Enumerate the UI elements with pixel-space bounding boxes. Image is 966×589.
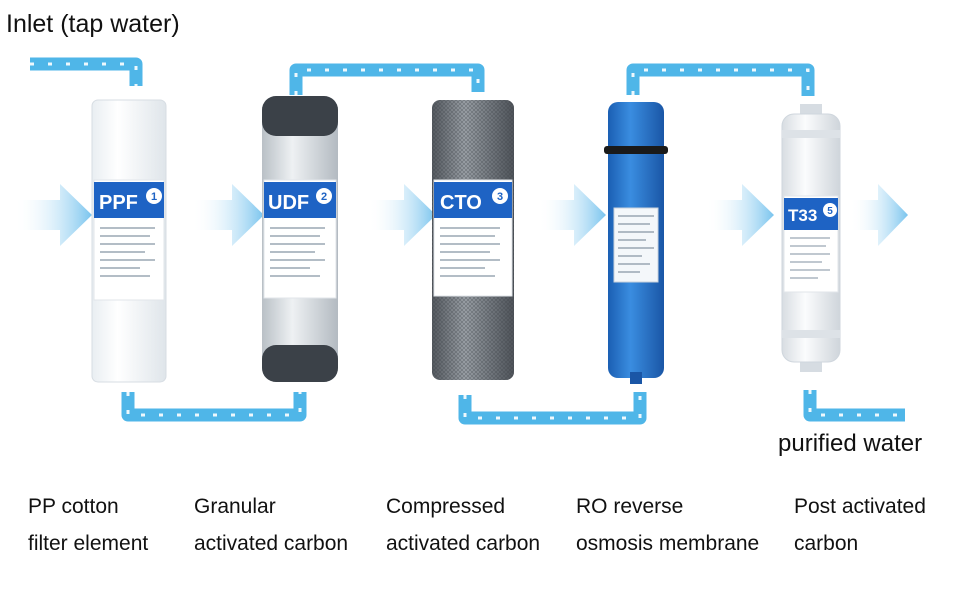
pipe-2-3 <box>289 63 485 95</box>
flow-arrow-icon <box>192 184 264 246</box>
badge-number: 3 <box>497 191 503 203</box>
flow-arrow-icon <box>538 184 606 246</box>
badge-number: 2 <box>321 191 327 203</box>
caption-udf: Granular activated carbon <box>194 488 348 562</box>
inlet-label: Inlet (tap water) <box>6 10 180 38</box>
caption-line: carbon <box>794 532 859 555</box>
caption-line: Granular <box>194 495 276 518</box>
pipe-4-5 <box>626 63 815 96</box>
filter-udf: UDF 2 <box>262 96 338 382</box>
filter-t33: T33 5 <box>781 104 841 372</box>
caption-ro: RO reverse osmosis membrane <box>576 488 759 562</box>
badge-label: T33 <box>788 206 817 225</box>
ro-label <box>613 207 659 283</box>
caption-line: activated carbon <box>194 532 349 555</box>
filter-ppf: PPF 1 <box>91 99 167 383</box>
flow-arrow-icon <box>368 184 436 246</box>
badge-number: 1 <box>151 191 157 203</box>
caption-line: filter element <box>28 532 149 555</box>
outlet-label: purified water <box>778 430 923 457</box>
flow-arrow-icon <box>14 184 92 246</box>
filter-cto: CTO 3 <box>432 100 514 380</box>
caption-line: osmosis membrane <box>576 532 760 555</box>
flow-arrow-icon <box>850 184 908 246</box>
caption-line: Compressed <box>386 495 506 518</box>
caption-line: Post activated <box>794 495 926 518</box>
caption-ppf: PP cotton filter element <box>28 488 148 562</box>
caption-line: PP cotton <box>28 495 119 518</box>
caption-cto: Compressed activated carbon <box>386 488 540 562</box>
filter-ro-membrane <box>604 102 668 384</box>
badge-label: CTO <box>440 192 482 214</box>
caption-line: activated carbon <box>386 532 541 555</box>
caption-line: RO reverse <box>576 495 684 518</box>
flow-arrows <box>14 184 908 246</box>
flow-arrow-icon <box>706 184 774 246</box>
pipe-outlet <box>803 390 905 422</box>
pipe-inlet <box>30 57 143 86</box>
caption-t33: Post activated carbon <box>794 488 926 562</box>
pipe-1-2 <box>121 392 307 422</box>
badge-number: 5 <box>827 206 833 217</box>
pipe-3-4 <box>458 392 647 425</box>
badge-label: PPF <box>99 192 138 214</box>
badge-label: UDF <box>268 192 309 214</box>
